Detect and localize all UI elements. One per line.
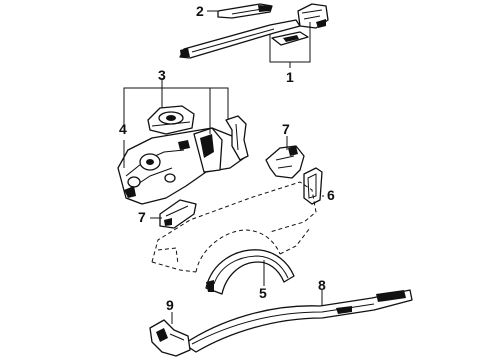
callout-5: 5 <box>259 285 267 301</box>
part-6-side-panel <box>303 167 323 205</box>
fender-outline <box>151 181 317 273</box>
part-4-curved-panel <box>225 115 249 161</box>
callout-labels: 2 1 3 4 7 6 7 5 8 9 <box>119 3 335 313</box>
callout-9: 9 <box>166 297 174 313</box>
callout-4: 4 <box>119 121 127 137</box>
part-3-shock-tower <box>147 105 195 135</box>
part-1-upper-rail <box>179 19 301 59</box>
leader-lines <box>123 10 324 324</box>
part-7-lower-bracket <box>159 199 197 229</box>
callout-6: 6 <box>327 187 335 203</box>
callout-2: 2 <box>196 3 204 19</box>
callout-1: 1 <box>286 69 294 85</box>
callout-7-upper: 7 <box>282 121 290 137</box>
part-1-small-bracket <box>271 31 309 46</box>
part-2-bracket <box>217 3 273 19</box>
part-1-corner-bracket <box>297 3 329 29</box>
callout-3: 3 <box>158 67 166 83</box>
part-8-lower-rail <box>183 289 413 353</box>
part-7-upper-shield <box>265 145 305 179</box>
callout-7-lower: 7 <box>138 209 146 225</box>
part-9-bracket <box>149 319 191 357</box>
part-5-wheel-liner <box>205 249 295 295</box>
callout-8: 8 <box>318 277 326 293</box>
part-4-apron-assembly <box>117 127 245 205</box>
